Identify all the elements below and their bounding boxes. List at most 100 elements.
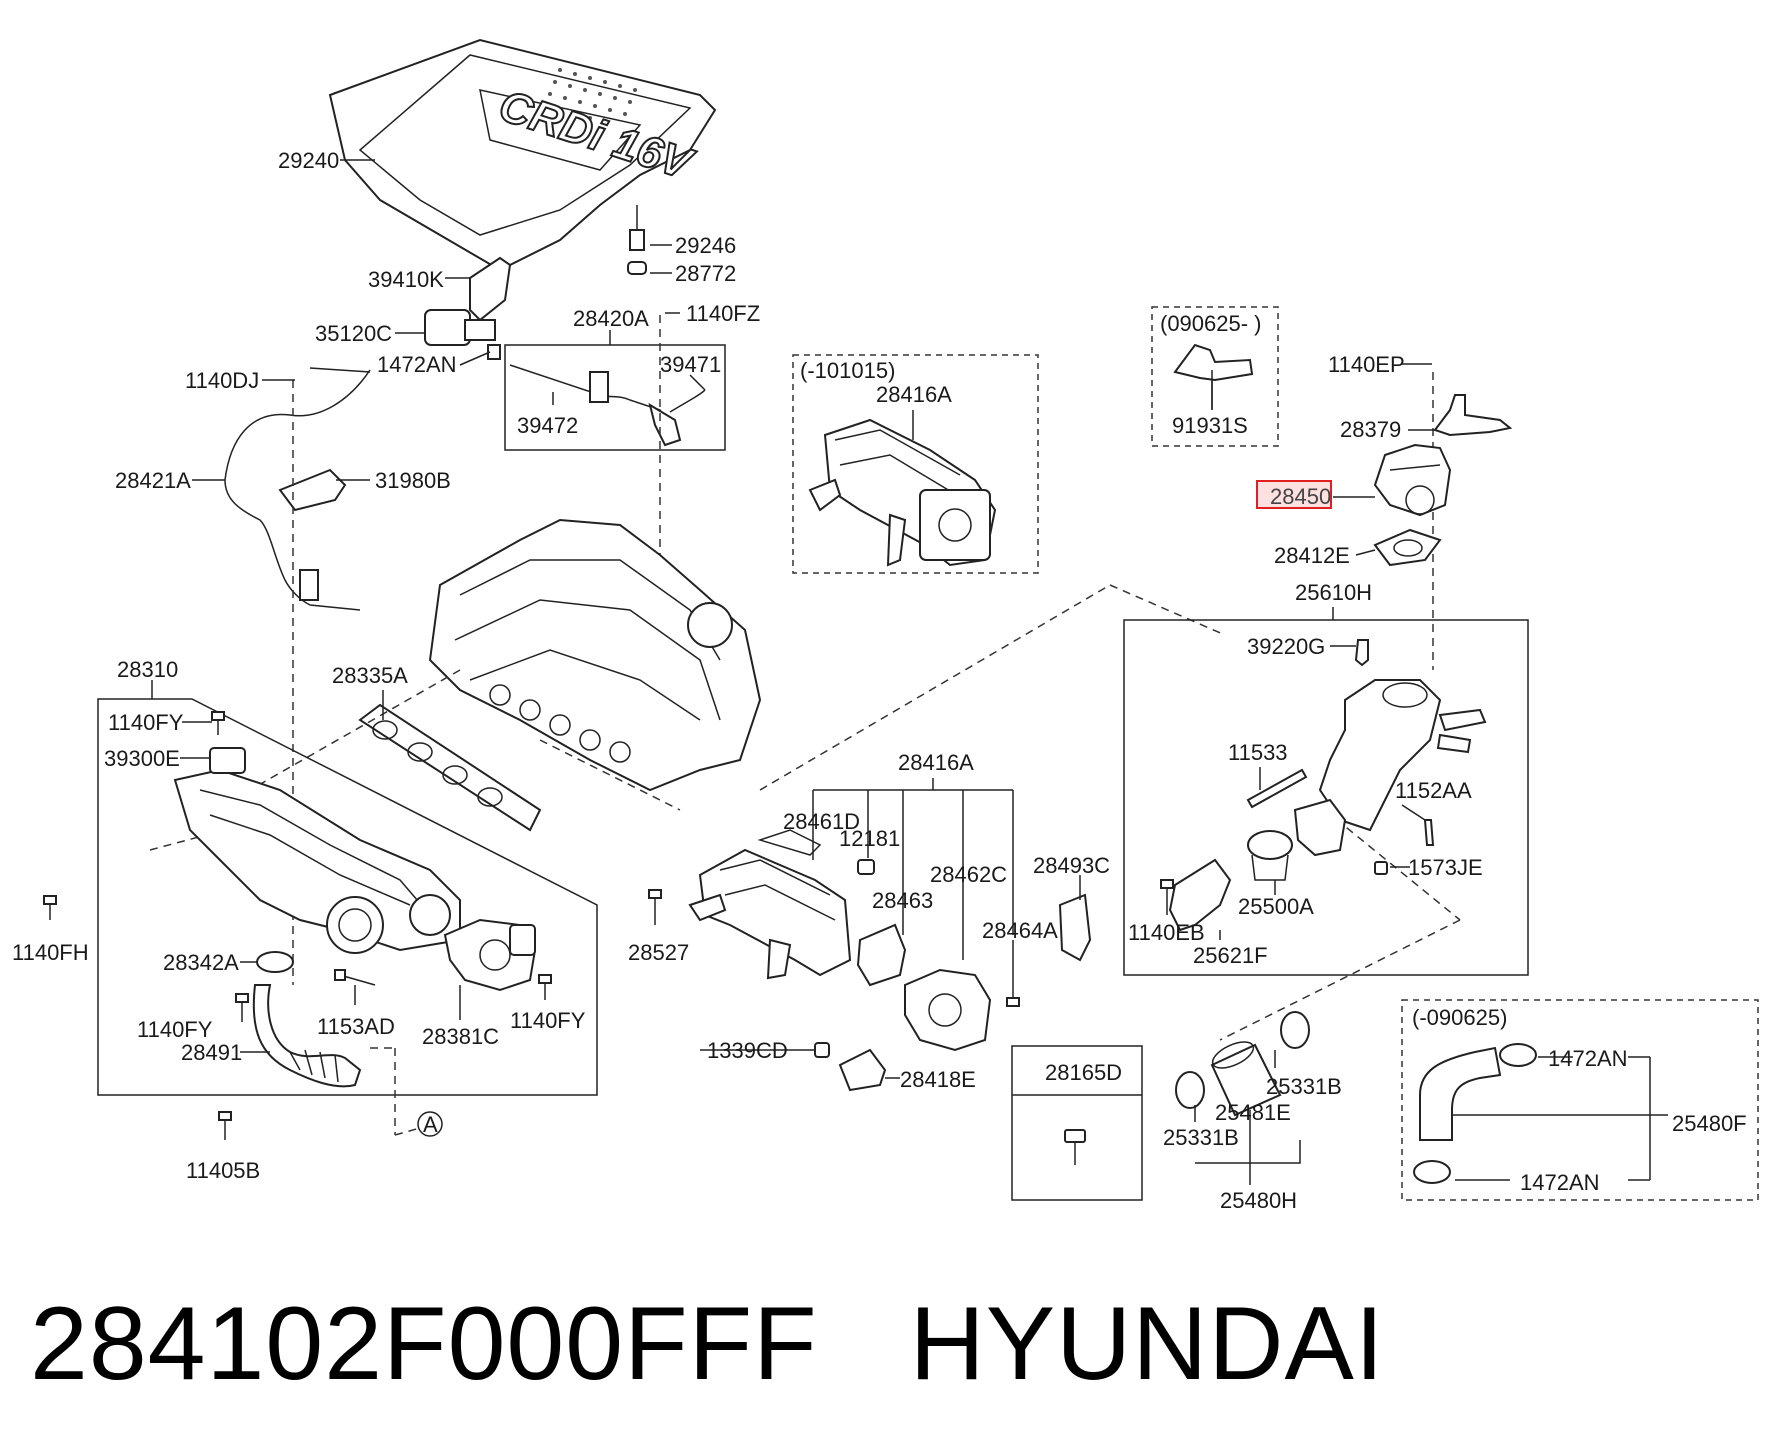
cover-25621F	[1168, 858, 1232, 932]
label-28450-highlight: 28450	[1270, 484, 1331, 509]
label-39410K: 39410K	[368, 267, 444, 292]
manifold-gasket-28335A	[358, 703, 542, 832]
label-28464A: 28464A	[982, 918, 1058, 943]
part-labels: 29240 29246 28772 39410K 35120C 1472AN 2…	[12, 148, 1747, 1213]
box-25610H	[1123, 619, 1529, 976]
leader-lines	[151, 159, 1435, 1079]
footer-part-number: 284102F000FFF	[30, 1286, 818, 1402]
vacuum-pipe-28421A	[224, 369, 371, 611]
nut-12181	[857, 859, 875, 875]
box-28165D	[1011, 1045, 1143, 1201]
hose-25480F	[1413, 1043, 1537, 1184]
label-29246: 29246	[675, 233, 736, 258]
pipe-28491	[252, 984, 362, 1088]
footer-caption: 284102F000FFF HYUNDAI	[30, 1285, 1385, 1404]
label-25480F: 25480F	[1672, 1111, 1747, 1136]
egr-cooler-28416A	[688, 848, 852, 980]
stud-11533	[1246, 768, 1308, 809]
label-1472AN-c: 1472AN	[1520, 1170, 1600, 1195]
stud-1152AA	[1423, 819, 1435, 846]
footer-brand: HYUNDAI	[909, 1286, 1385, 1402]
label-28310: 28310	[117, 657, 178, 682]
bolts	[43, 711, 552, 1140]
engine-cover: CRDi 16V	[328, 38, 717, 272]
label-1472AN-b: 1472AN	[1548, 1046, 1628, 1071]
label-1140FY-a: 1140FY	[108, 710, 184, 735]
bracket-91931S	[1173, 343, 1254, 382]
label-28493C: 28493C	[1033, 853, 1110, 878]
box-egr-old	[792, 354, 1039, 574]
label-39300E: 39300E	[104, 746, 180, 771]
label-28165D: 28165D	[1045, 1060, 1122, 1085]
nut-1573JE	[1374, 861, 1388, 875]
label-91931S: 91931S	[1172, 413, 1248, 438]
label-28416A-b: 28416A	[898, 750, 974, 775]
label-28463: 28463	[872, 888, 933, 913]
label-12181: 12181	[839, 826, 900, 851]
cover-bolt-29246	[627, 205, 647, 275]
egr-valve-28450	[1373, 443, 1452, 517]
highlight-box-28450	[1256, 480, 1332, 509]
gasket-28412E	[1373, 528, 1442, 567]
label-39471: 39471	[660, 352, 721, 377]
bolt-28165D	[1064, 1129, 1086, 1165]
label-28461D: 28461D	[783, 809, 860, 834]
label-25621F: 25621F	[1193, 943, 1268, 968]
label-25610H: 25610H	[1295, 580, 1372, 605]
group-label-hose-old: (-090625)	[1412, 1005, 1507, 1030]
callout-a-circle	[417, 1111, 443, 1137]
group-label-bracket-new: (090625- )	[1160, 311, 1262, 336]
egr-bracket-28461D	[757, 829, 822, 856]
bracket-28379	[1433, 394, 1513, 437]
label-1153AD: 1153AD	[317, 1014, 395, 1039]
thermostat-housing-25610H	[1318, 679, 1487, 832]
callout-a-label: A	[423, 1112, 438, 1137]
cylinder-head	[428, 518, 762, 792]
label-1140DJ: 1140DJ	[185, 368, 259, 393]
label-28491: 28491	[181, 1040, 242, 1065]
label-25500A: 25500A	[1238, 894, 1314, 919]
sensor-39220G	[1354, 639, 1369, 667]
label-28421A: 28421A	[115, 468, 191, 493]
intake-manifold-28310	[173, 747, 461, 954]
label-35120C: 35120C	[315, 321, 392, 346]
label-39472: 39472	[517, 413, 578, 438]
hose-25481E	[1175, 1011, 1310, 1117]
label-1140FY-b: 1140FY	[137, 1017, 213, 1042]
bracket-31980B	[278, 468, 347, 512]
label-25331B-b: 25331B	[1266, 1074, 1342, 1099]
gasket-25610	[1293, 798, 1347, 857]
label-1140EB: 1140EB	[1128, 920, 1205, 945]
label-11533: 11533	[1228, 740, 1288, 765]
label-28342A: 28342A	[163, 950, 239, 975]
egr-cooler-old	[808, 418, 997, 567]
label-1339CD: 1339CD	[707, 1038, 788, 1063]
cover-dots	[543, 68, 637, 124]
label-1152AA: 1152AA	[1395, 778, 1472, 803]
box-28420A	[504, 344, 726, 451]
label-25480H: 25480H	[1220, 1188, 1297, 1213]
throttle-28381C	[443, 918, 537, 992]
pipe-39471	[648, 402, 682, 447]
label-39220G: 39220G	[1247, 634, 1325, 659]
bracket-39410K	[469, 256, 512, 322]
label-29240: 29240	[278, 148, 339, 173]
gasket-28493C	[1058, 893, 1092, 962]
label-1573JE: 1573JE	[1408, 855, 1483, 880]
label-28412E: 28412E	[1274, 543, 1350, 568]
bracket-lines-28416A	[812, 778, 1014, 960]
gasket-28418E	[838, 1048, 887, 1092]
sensor-35120C	[424, 309, 501, 360]
label-28335A: 28335A	[332, 663, 408, 688]
label-1140FZ: 1140FZ	[686, 301, 760, 326]
label-1140FH: 1140FH	[12, 940, 89, 965]
label-28420A: 28420A	[573, 306, 649, 331]
thermostat-25500A	[1247, 830, 1293, 881]
label-11405B: 11405B	[186, 1158, 260, 1183]
label-25481E: 25481E	[1215, 1100, 1291, 1125]
gasket-28463	[856, 923, 907, 987]
egr-valve-28462C	[904, 968, 992, 1052]
label-28379: 28379	[1340, 417, 1401, 442]
label-28418E: 28418E	[900, 1067, 976, 1092]
